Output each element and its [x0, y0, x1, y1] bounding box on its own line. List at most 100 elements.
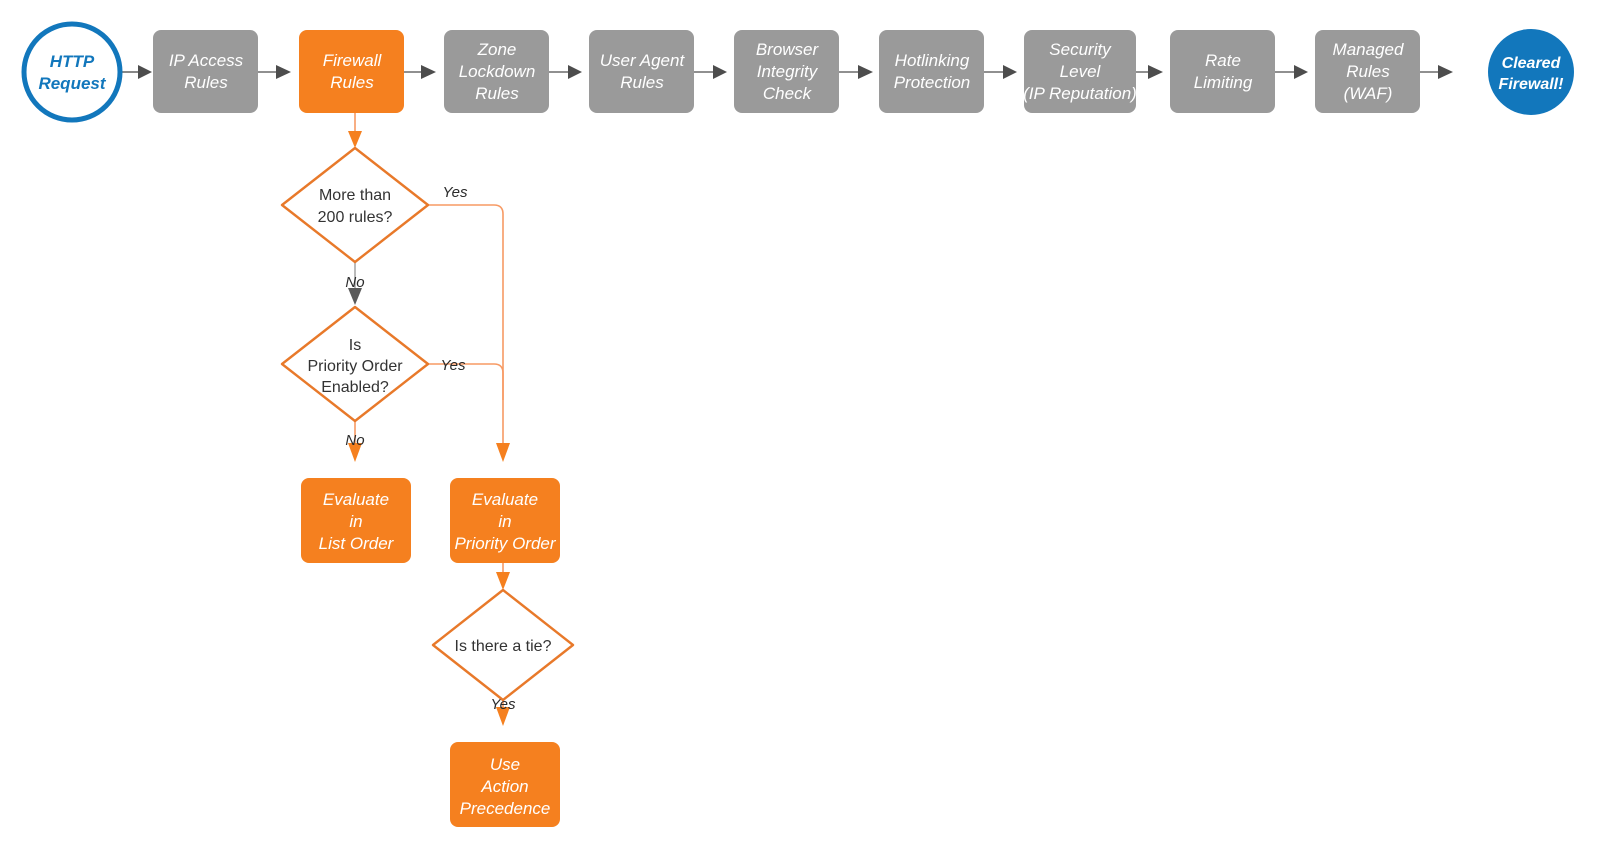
node-use-action-precedence[interactable]: Use Action Precedence [450, 742, 560, 827]
hotlinking-protection-label-line2: Protection [894, 73, 971, 92]
node-browser-integrity-check[interactable]: Browser Integrity Check [734, 30, 839, 113]
edge-label-yes-priority-order: Yes [440, 357, 466, 374]
edge-label-no-200-rules: No [345, 274, 364, 291]
is-priority-order-enabled-label-line1: Is [349, 337, 361, 354]
arrowhead-priorityorder-to-tie [496, 572, 510, 590]
evaluate-in-list-order-label-line2: in [349, 512, 362, 531]
use-action-precedence-label-line2: Action [480, 777, 528, 796]
edge-label-no-priority-order: No [345, 432, 364, 449]
zone-lockdown-rules-box [444, 30, 549, 113]
node-is-there-a-tie[interactable]: Is there a tie? [431, 588, 575, 702]
cleared-firewall-label-line2: Firewall! [1499, 76, 1565, 93]
rate-limiting-label-line1: Rate [1205, 51, 1241, 70]
firewall-rules-label-line2: Rules [330, 73, 374, 92]
zone-lockdown-rules-label-line3: Rules [475, 84, 519, 103]
security-level-label-line1: Security [1049, 40, 1112, 59]
arrowhead-decision1-yes [496, 443, 510, 462]
arrowhead-firewall-to-zone [421, 65, 436, 79]
arrowhead-http-to-ipaccess [138, 65, 152, 79]
security-level-label-line3: (IP Reputation) [1023, 84, 1137, 103]
is-there-a-tie-label: Is there a tie? [455, 638, 552, 655]
firewall-rules-label-line1: Firewall [323, 51, 383, 70]
evaluate-in-priority-order-label-line3: Priority Order [454, 534, 556, 553]
zone-lockdown-rules-label-line1: Zone [477, 40, 517, 59]
node-user-agent-rules[interactable]: User Agent Rules [589, 30, 694, 113]
firewall-rules-box [299, 30, 404, 113]
managed-rules-waf-label-line2: Rules [1346, 62, 1390, 81]
pipeline-connectors [122, 65, 1453, 79]
node-security-level[interactable]: Security Level (IP Reputation) [1023, 30, 1137, 113]
hotlinking-protection-box [879, 30, 984, 113]
edge-label-yes-tie: Yes [490, 696, 516, 713]
rate-limiting-label-line2: Limiting [1194, 73, 1253, 92]
managed-rules-waf-box [1315, 30, 1420, 113]
connector-decision1-yes [428, 204, 504, 443]
branch-connectors [348, 110, 510, 726]
node-hotlinking-protection[interactable]: Hotlinking Protection [879, 30, 984, 113]
arrowhead-rate-to-managed [1294, 65, 1308, 79]
browser-integrity-check-label-line3: Check [763, 84, 813, 103]
user-agent-rules-box [589, 30, 694, 113]
cleared-firewall-circle [1488, 29, 1574, 115]
is-priority-order-enabled-label-line2: Priority Order [307, 358, 403, 375]
arrowhead-decision2-no [348, 443, 362, 462]
ip-access-rules-box [153, 30, 258, 113]
cleared-firewall-label-line1: Cleared [1502, 55, 1562, 72]
arrowhead-useragent-to-browser [713, 65, 727, 79]
user-agent-rules-label-line2: Rules [620, 73, 664, 92]
arrowhead-security-to-rate [1148, 65, 1163, 79]
edge-label-yes-200-rules: Yes [442, 184, 468, 201]
node-http-request[interactable]: HTTP Request [21, 21, 123, 123]
more-than-200-rules-label-line1: More than [319, 187, 391, 204]
ip-access-rules-label-line1: IP Access [169, 51, 244, 70]
user-agent-rules-label-line1: User Agent [600, 51, 686, 70]
hotlinking-protection-label-line1: Hotlinking [895, 51, 970, 70]
managed-rules-waf-label-line3: (WAF) [1344, 84, 1393, 103]
node-evaluate-in-list-order[interactable]: Evaluate in List Order [301, 478, 411, 563]
node-firewall-rules[interactable]: Firewall Rules [299, 30, 404, 113]
http-request-label-line2: Request [38, 74, 106, 93]
arrowhead-firewall-to-decision1 [348, 131, 362, 148]
node-cleared-firewall[interactable]: Cleared Firewall! [1488, 29, 1574, 115]
http-request-label-line1: HTTP [50, 52, 95, 71]
browser-integrity-check-box [734, 30, 839, 113]
arrowhead-hotlinking-to-security [1003, 65, 1017, 79]
security-level-label-line2: Level [1060, 62, 1102, 81]
security-level-box [1024, 30, 1136, 113]
arrowhead-tie-yes [496, 707, 510, 726]
arrowhead-browser-to-hotlinking [858, 65, 873, 79]
node-rate-limiting[interactable]: Rate Limiting [1170, 30, 1275, 113]
evaluate-in-list-order-label-line3: List Order [319, 534, 395, 553]
arrowhead-decision1-no [348, 288, 362, 305]
more-than-200-rules-diamond [280, 146, 430, 264]
browser-integrity-check-label-line2: Integrity [757, 62, 819, 81]
ip-access-rules-label-line2: Rules [184, 73, 228, 92]
evaluate-in-priority-order-label-line1: Evaluate [472, 490, 538, 509]
zone-lockdown-rules-label-line2: Lockdown [459, 62, 536, 81]
node-ip-access-rules[interactable]: IP Access Rules [153, 30, 258, 113]
http-request-circle [21, 21, 123, 123]
node-is-priority-order-enabled[interactable]: Is Priority Order Enabled? [280, 305, 430, 423]
node-managed-rules-waf[interactable]: Managed Rules (WAF) [1315, 30, 1420, 113]
node-more-than-200-rules[interactable]: More than 200 rules? [280, 146, 430, 264]
evaluate-in-list-order-label-line1: Evaluate [323, 490, 389, 509]
use-action-precedence-box [450, 742, 560, 827]
evaluate-in-priority-order-box [450, 478, 560, 563]
node-zone-lockdown-rules[interactable]: Zone Lockdown Rules [444, 30, 549, 113]
rate-limiting-box [1170, 30, 1275, 113]
is-there-a-tie-diamond [431, 588, 575, 702]
use-action-precedence-label-line3: Precedence [460, 799, 551, 818]
arrowhead-ipaccess-to-firewall [276, 65, 291, 79]
arrowhead-managed-to-cleared [1438, 65, 1453, 79]
managed-rules-waf-label-line1: Managed [1333, 40, 1404, 59]
connector-decision2-yes [428, 363, 504, 400]
node-evaluate-in-priority-order[interactable]: Evaluate in Priority Order [450, 478, 560, 563]
is-priority-order-enabled-diamond [280, 305, 430, 423]
arrowhead-zone-to-useragent [568, 65, 582, 79]
evaluate-in-priority-order-label-line2: in [498, 512, 511, 531]
browser-integrity-check-label-line1: Browser [756, 40, 820, 59]
more-than-200-rules-label-line2: 200 rules? [318, 209, 393, 226]
use-action-precedence-label-line1: Use [490, 755, 520, 774]
